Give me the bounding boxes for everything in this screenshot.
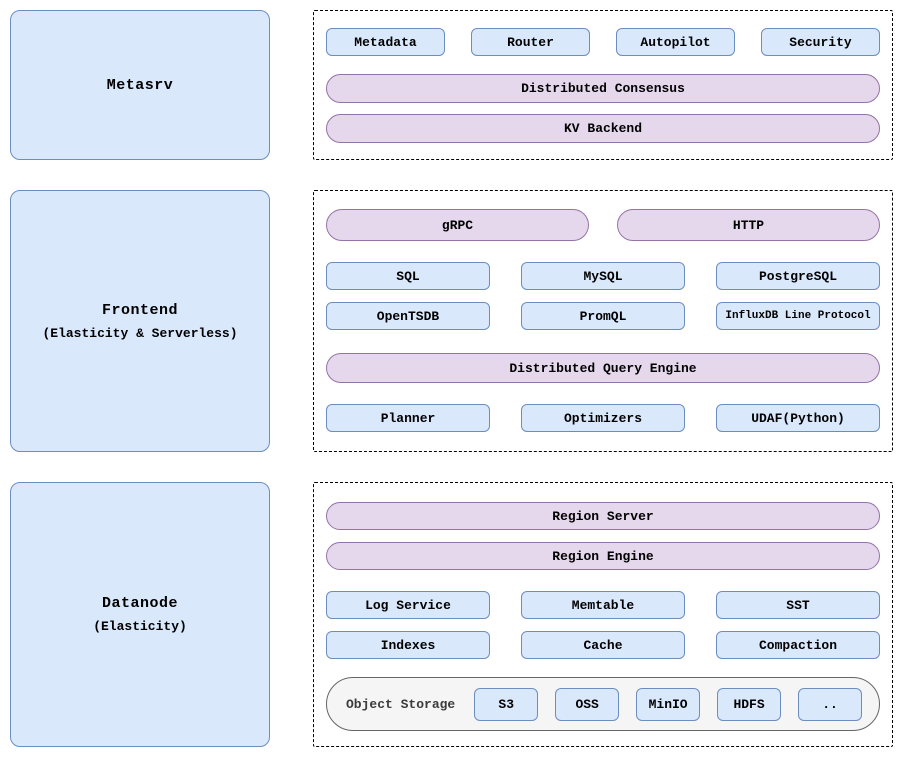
pill-region-server: Region Server bbox=[326, 502, 880, 530]
component-box-opentsdb: OpenTSDB bbox=[326, 302, 490, 330]
object-storage-label: Object Storage bbox=[346, 696, 456, 712]
frontend-protocol-row-2: OpenTSDB PromQL InfluxDB Line Protocol bbox=[326, 302, 880, 330]
component-box-planner: Planner bbox=[326, 404, 490, 432]
frontend-protocol-pill-row: gRPC HTTP bbox=[326, 209, 880, 241]
group-label-datanode: Datanode (Elasticity) bbox=[10, 482, 270, 747]
metasrv-box-row: Metadata Router Autopilot Security bbox=[326, 28, 880, 56]
component-box-promql: PromQL bbox=[521, 302, 685, 330]
section-datanode-components: Region Server Region Engine Log Service … bbox=[313, 482, 893, 747]
component-box-mysql: MySQL bbox=[521, 262, 685, 290]
component-box-hdfs: HDFS bbox=[717, 687, 782, 721]
metasrv-title: Metasrv bbox=[106, 76, 174, 94]
pill-grpc: gRPC bbox=[326, 209, 589, 241]
component-box-router: Router bbox=[471, 28, 590, 56]
component-box-security: Security bbox=[761, 28, 880, 56]
component-box-memtable: Memtable bbox=[521, 591, 685, 619]
group-label-frontend: Frontend (Elasticity & Serverless) bbox=[10, 190, 270, 452]
frontend-engine-row: Planner Optimizers UDAF(Python) bbox=[326, 404, 880, 432]
pill-region-engine: Region Engine bbox=[326, 542, 880, 570]
datanode-storage-row-2: Indexes Cache Compaction bbox=[326, 631, 880, 659]
pill-http: HTTP bbox=[617, 209, 880, 241]
component-box-oss: OSS bbox=[555, 687, 620, 721]
pill-distributed-query-engine: Distributed Query Engine bbox=[326, 353, 880, 383]
datanode-title: Datanode bbox=[101, 595, 178, 612]
component-box-udaf-python: UDAF(Python) bbox=[716, 404, 880, 432]
frontend-subtitle: (Elasticity & Serverless) bbox=[42, 325, 238, 341]
datanode-storage-row-1: Log Service Memtable SST bbox=[326, 591, 880, 619]
component-box-compaction: Compaction bbox=[716, 631, 880, 659]
component-box-minio: MinIO bbox=[636, 687, 701, 721]
component-box-cache: Cache bbox=[521, 631, 685, 659]
component-box-indexes: Indexes bbox=[326, 631, 490, 659]
group-label-metasrv: Metasrv bbox=[10, 10, 270, 160]
component-box-other-backends: .. bbox=[798, 687, 862, 721]
component-box-log-service: Log Service bbox=[326, 591, 490, 619]
pill-kv-backend: KV Backend bbox=[326, 114, 880, 143]
component-box-s3: S3 bbox=[474, 687, 539, 721]
section-metasrv-components: Metadata Router Autopilot Security Distr… bbox=[313, 10, 893, 160]
frontend-protocol-row-1: SQL MySQL PostgreSQL bbox=[326, 262, 880, 290]
object-storage-container: Object Storage S3 OSS MinIO HDFS .. bbox=[326, 677, 880, 731]
section-frontend-components: gRPC HTTP SQL MySQL PostgreSQL OpenTSDB … bbox=[313, 190, 893, 452]
component-box-autopilot: Autopilot bbox=[616, 28, 735, 56]
pill-distributed-consensus: Distributed Consensus bbox=[326, 74, 880, 103]
component-box-influxdb-line-protocol: InfluxDB Line Protocol bbox=[716, 302, 880, 330]
component-box-postgresql: PostgreSQL bbox=[716, 262, 880, 290]
datanode-subtitle: (Elasticity) bbox=[93, 619, 187, 634]
component-box-optimizers: Optimizers bbox=[521, 404, 685, 432]
component-box-metadata: Metadata bbox=[326, 28, 445, 56]
frontend-title: Frontend bbox=[101, 301, 178, 319]
component-box-sql: SQL bbox=[326, 262, 490, 290]
component-box-sst: SST bbox=[716, 591, 880, 619]
